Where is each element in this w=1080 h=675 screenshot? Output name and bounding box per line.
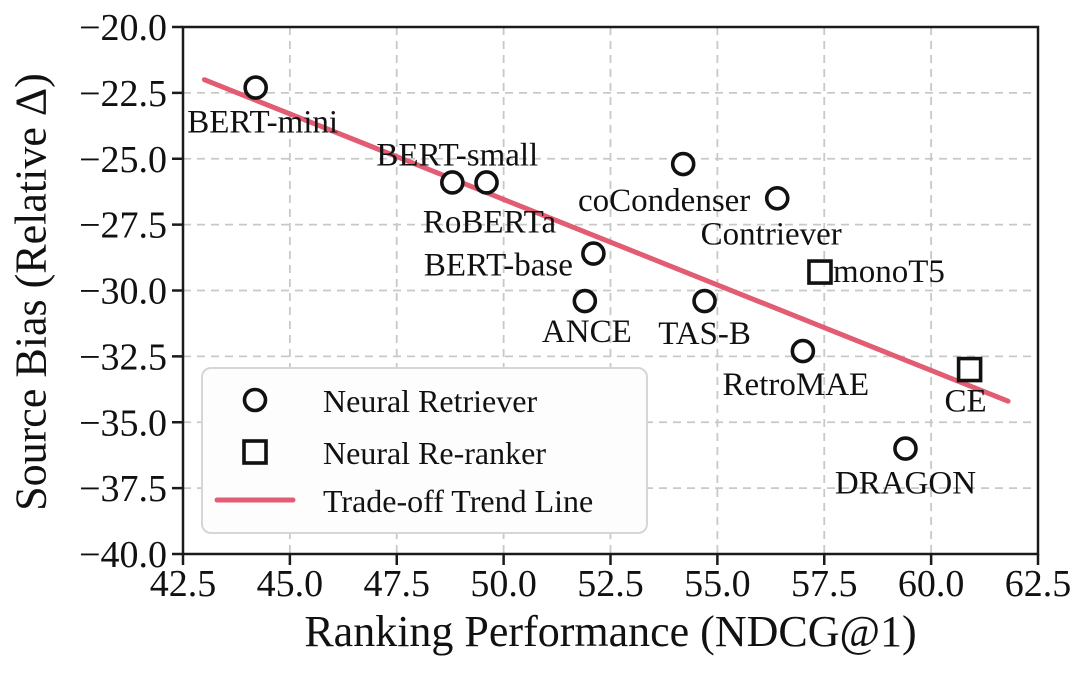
marker-contriever	[764, 185, 790, 211]
x-tick-label: 60.0	[898, 563, 965, 605]
marker-tas-b	[692, 288, 717, 314]
y-tick-label: −37.5	[79, 468, 167, 510]
point-label: DRAGON	[835, 466, 976, 502]
marker-monot5	[807, 259, 833, 285]
x-tick-label: 62.5	[1005, 563, 1072, 605]
marker-bert-mini	[243, 75, 268, 100]
y-axis-title: Source Bias (Relative Δ)	[6, 73, 56, 511]
marker-roberta	[474, 170, 499, 195]
point-label: ANCE	[542, 314, 632, 350]
point-label: BERT-small	[376, 137, 538, 173]
marker-bert-small	[440, 170, 465, 195]
marker-bert-base	[581, 241, 606, 266]
point-label: RetroMAE	[723, 367, 870, 403]
point-label: coCondenser	[578, 183, 750, 219]
point-label: Contriever	[701, 216, 842, 252]
x-tick-label: 52.5	[577, 563, 644, 605]
marker-ce	[956, 356, 983, 383]
point-label: BERT-mini	[187, 105, 338, 141]
point-label: TAS-B	[658, 316, 751, 352]
marker-retromae	[790, 338, 816, 364]
y-tick-label: −30.0	[79, 271, 167, 313]
legend-square-marker	[242, 439, 268, 465]
y-tick-label: −32.5	[79, 336, 167, 378]
y-tick-label: −22.5	[79, 73, 167, 115]
x-tick-label: 42.5	[150, 563, 217, 605]
y-tick-label: −20.0	[79, 7, 167, 49]
legend-label: Neural Retriever	[323, 383, 537, 419]
y-tick-label: −35.0	[79, 402, 167, 444]
plot-frame	[181, 25, 1040, 556]
legend-box	[201, 367, 648, 534]
x-tick-label: 45.0	[257, 563, 324, 605]
x-tick-label: 50.0	[470, 563, 537, 605]
y-tick-label: −27.5	[79, 205, 167, 247]
point-label: monoT5	[833, 254, 945, 290]
trend-line	[201, 77, 1011, 404]
x-axis-title: Ranking Performance (NDCG@1)	[304, 607, 917, 656]
y-tick-label: −40.0	[79, 534, 167, 576]
marker-ance	[572, 288, 598, 314]
x-tick-label: 47.5	[364, 563, 431, 605]
legend-label: Trade-off Trend Line	[323, 483, 593, 519]
legend-circle-marker	[242, 387, 268, 413]
x-tick-label: 55.0	[684, 563, 751, 605]
marker-cocondenser	[670, 151, 696, 177]
point-label: BERT-base	[424, 248, 573, 284]
point-label: RoBERTa	[423, 204, 557, 240]
x-tick-label: 57.5	[791, 563, 858, 605]
marker-dragon	[893, 436, 918, 461]
legend-label: Neural Re-ranker	[323, 435, 546, 471]
point-label: CE	[945, 384, 987, 420]
y-tick-label: −25.0	[79, 139, 167, 181]
